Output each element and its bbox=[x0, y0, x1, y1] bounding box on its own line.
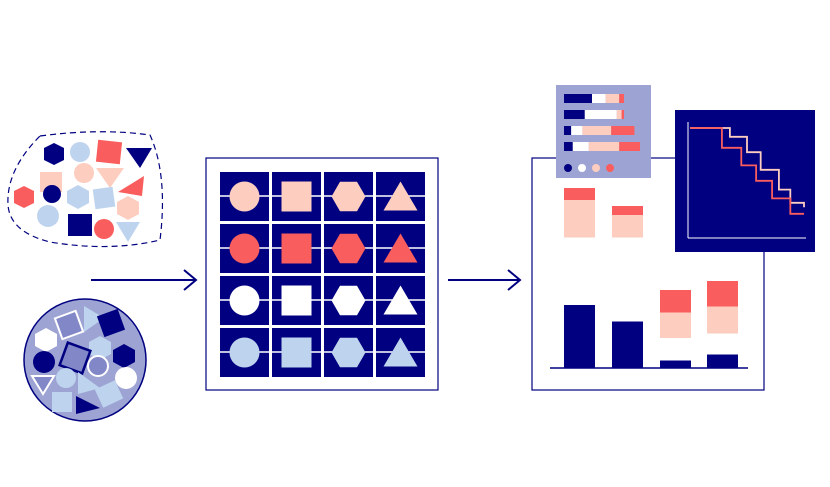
bar-list-segment-white bbox=[572, 142, 589, 151]
legend-dot-navy bbox=[564, 164, 572, 172]
light-blue-circle-shape bbox=[70, 142, 90, 162]
input-blob-shapes bbox=[7, 131, 164, 248]
bar-list-segment-navy bbox=[564, 94, 592, 103]
stacked-bar-chart bbox=[564, 188, 738, 368]
dish-outline-circle bbox=[87, 355, 109, 377]
dish-light-blue-triangle-2 bbox=[78, 372, 100, 394]
grid-circle-shape bbox=[229, 337, 260, 368]
bar-list-segment-white bbox=[592, 94, 606, 103]
coral-triangle-shape bbox=[118, 176, 144, 196]
arrow-right bbox=[448, 269, 522, 291]
grid-square-shape bbox=[281, 181, 312, 212]
legend-dot-coral bbox=[606, 164, 614, 172]
bar-segment-navy bbox=[660, 360, 691, 368]
dish-light-blue-triangle bbox=[84, 306, 104, 332]
dish-navy-triangle bbox=[76, 396, 100, 414]
dish-outline-triangle bbox=[30, 375, 56, 396]
results-panel bbox=[531, 157, 765, 391]
dish-outline-square bbox=[53, 309, 85, 341]
coral-hexagon-shape bbox=[14, 186, 34, 208]
bar-list-segment-peach bbox=[616, 110, 622, 119]
dish-outline-square-2 bbox=[58, 341, 92, 375]
coral-circle-shape bbox=[94, 219, 114, 239]
grid-circle-shape bbox=[229, 233, 260, 264]
bar-segment-navy bbox=[564, 305, 595, 368]
grid-hexagon-shape bbox=[331, 233, 366, 264]
grid-hexagon-shape bbox=[331, 285, 366, 316]
legend-dots bbox=[564, 164, 614, 172]
bar-list-segment-peach bbox=[605, 94, 620, 103]
step-curves bbox=[690, 127, 805, 215]
step-chart-card-bg bbox=[675, 110, 815, 252]
step-curve-coral bbox=[690, 127, 804, 215]
grid-triangle-shape bbox=[383, 233, 418, 263]
navy-triangle-shape bbox=[126, 148, 152, 168]
peach-triangle-shape bbox=[96, 168, 124, 188]
dish-light-blue-circle bbox=[56, 368, 76, 388]
peach-hexagon-shape bbox=[117, 196, 139, 220]
light-blue-square-shape bbox=[92, 186, 116, 210]
dish-light-blue-hexagon bbox=[89, 336, 111, 360]
bar-segment-navy bbox=[612, 321, 643, 368]
bar-segment-coral bbox=[564, 188, 595, 200]
grid-hexagon-shape bbox=[331, 181, 366, 212]
input-dish-shapes bbox=[23, 298, 147, 422]
grid-square-shape bbox=[281, 337, 312, 368]
dish-navy-hexagon bbox=[113, 344, 135, 368]
grid-square-shape bbox=[281, 285, 312, 316]
bar-list-segment-coral bbox=[619, 142, 640, 151]
bar-segment-coral bbox=[707, 281, 738, 307]
bar-list-card bbox=[556, 85, 651, 178]
bar-list-segment-navy bbox=[564, 110, 585, 119]
bar-list-segment-navy bbox=[564, 126, 572, 135]
bar-list-segment-coral bbox=[621, 110, 624, 119]
bar-list-segment-coral bbox=[611, 126, 635, 135]
light-blue-hexagon-shape bbox=[67, 185, 89, 209]
bar-segment-coral bbox=[612, 206, 643, 215]
dish-white-circle bbox=[115, 367, 137, 389]
grid-cells bbox=[220, 172, 425, 377]
light-blue-circle-shape-2 bbox=[37, 205, 59, 227]
dish-light-blue-square-2 bbox=[52, 392, 72, 412]
grid-hexagon-shape bbox=[331, 337, 366, 368]
bar-list-segment-peach bbox=[588, 142, 620, 151]
light-blue-triangle-shape bbox=[116, 222, 140, 242]
step-chart-card bbox=[675, 110, 815, 252]
bar-segment-navy bbox=[707, 354, 738, 368]
dish-white-hexagon bbox=[35, 328, 57, 352]
bar-segment-peach bbox=[707, 306, 738, 334]
legend-dot-white bbox=[578, 164, 586, 172]
bar-list-segment-white bbox=[571, 126, 583, 135]
grid-circle-shape bbox=[229, 181, 260, 212]
bar-list-segment-white bbox=[584, 110, 617, 119]
navy-circle-shape bbox=[43, 185, 61, 203]
dish-navy-circle bbox=[33, 351, 55, 373]
grid-square-shape bbox=[281, 233, 312, 264]
bar-list bbox=[564, 94, 640, 151]
grid-triangle-shape bbox=[383, 337, 418, 367]
grid-circle-shape bbox=[229, 285, 260, 316]
bar-list-segment-navy bbox=[564, 142, 573, 151]
arrow-left bbox=[91, 269, 198, 291]
navy-square-shape bbox=[68, 214, 92, 236]
bar-segment-peach bbox=[660, 312, 691, 338]
navy-hexagon-shape bbox=[44, 143, 64, 165]
coral-square-shape bbox=[95, 139, 123, 165]
bar-segment-coral bbox=[660, 290, 691, 313]
peach-circle-shape bbox=[74, 163, 94, 183]
bar-segment-peach bbox=[612, 215, 643, 238]
dish-light-blue-square bbox=[94, 380, 124, 408]
dish-navy-square bbox=[96, 308, 126, 338]
bar-list-segment-peach bbox=[582, 126, 612, 135]
grid-triangle-shape bbox=[383, 181, 418, 211]
shape-grid-panel bbox=[205, 157, 439, 391]
bar-segment-peach bbox=[564, 200, 595, 238]
grid-triangle-shape bbox=[383, 285, 418, 315]
legend-dot-peach bbox=[592, 164, 600, 172]
bar-list-segment-coral bbox=[619, 94, 624, 103]
